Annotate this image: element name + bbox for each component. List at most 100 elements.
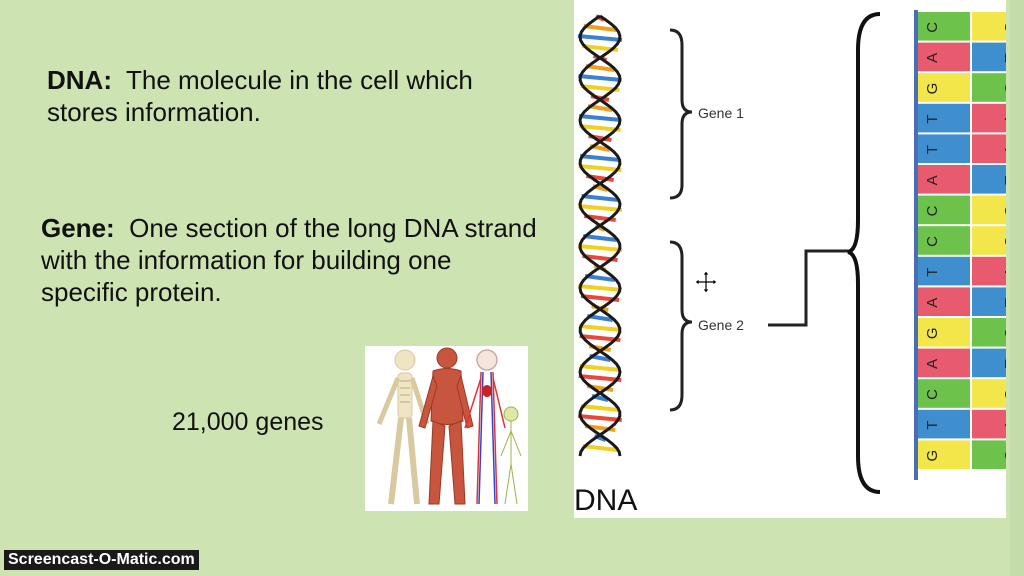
- left-base-block: [918, 195, 970, 225]
- helix-rung: [578, 74, 622, 82]
- helix-rung: [579, 364, 621, 372]
- right-base-block: [972, 134, 1024, 163]
- left-base-letter: G: [924, 83, 941, 95]
- right-base-block: [972, 379, 1024, 408]
- dna-label: DNA: [574, 484, 637, 517]
- right-base-letter: T: [1002, 359, 1006, 368]
- gene-definition: Gene: One section of the long DNA strand…: [41, 212, 541, 308]
- left-base-letter: T: [924, 115, 941, 124]
- left-base-block: [918, 165, 970, 194]
- helix-rung: [578, 284, 622, 292]
- right-base-letter: C: [1002, 83, 1006, 94]
- left-base-block: [918, 103, 970, 133]
- helix-rung: [577, 244, 623, 252]
- left-base-block: [918, 12, 970, 41]
- helix-rung: [584, 274, 616, 282]
- left-base-letter: A: [924, 53, 941, 63]
- gene-term: Gene:: [41, 213, 115, 243]
- move-cursor-icon: [694, 270, 718, 299]
- left-base-block: [918, 42, 970, 72]
- helix-rung: [580, 404, 620, 412]
- helix-rung: [578, 414, 622, 422]
- left-base-letter: G: [924, 327, 941, 339]
- right-base-letter: A: [1002, 267, 1006, 277]
- helix-rung: [577, 34, 623, 42]
- right-base-letter: C: [1002, 328, 1006, 339]
- left-base-letter: T: [924, 421, 941, 430]
- right-base-block: [972, 256, 1024, 286]
- dna-definition-text: The molecule in the cell which stores in…: [47, 65, 473, 127]
- base-pair-ladder: CGATGCTATAATCGCGTAATGCATCGTAGC: [914, 10, 1024, 480]
- left-strand-backbone: [914, 10, 918, 480]
- helix-backbone: [578, 14, 622, 457]
- right-base-block: [972, 42, 1024, 72]
- right-base-block: [972, 226, 1024, 255]
- right-base-block: [972, 287, 1024, 316]
- gene-count-text: 21,000 genes: [172, 408, 324, 436]
- left-base-letter: A: [924, 175, 941, 185]
- dna-term: DNA:: [47, 65, 112, 95]
- helix-rung: [577, 204, 623, 212]
- helix-rung: [579, 154, 621, 162]
- left-base-letter: A: [924, 298, 941, 308]
- left-base-block: [918, 348, 970, 378]
- right-base-block: [972, 348, 1024, 378]
- gene1-label: Gene 1: [698, 105, 744, 121]
- left-base-letter: G: [924, 450, 941, 462]
- left-base-letter: C: [924, 22, 941, 33]
- left-base-block: [918, 134, 970, 163]
- left-base-block: [918, 379, 970, 408]
- dna-definition: DNA: The molecule in the cell which stor…: [47, 64, 547, 128]
- helix-rung: [579, 124, 621, 132]
- left-base-letter: T: [924, 145, 941, 154]
- helix-rung: [578, 324, 622, 332]
- gene-definition-text: One section of the long DNA strand with …: [41, 213, 537, 307]
- helix-rung: [583, 24, 617, 32]
- right-base-letter: A: [1002, 114, 1006, 124]
- right-edge-strip: [1010, 0, 1024, 576]
- right-base-letter: G: [1002, 21, 1006, 33]
- right-base-block: [972, 440, 1024, 469]
- left-base-letter: T: [924, 268, 941, 277]
- gene2-connector: [768, 249, 848, 327]
- circulatory-figure: [464, 349, 506, 505]
- left-base-block: [918, 256, 970, 286]
- nervous-figure: [500, 406, 522, 505]
- right-base-letter: G: [1002, 389, 1006, 401]
- left-base-block: [918, 73, 970, 102]
- helix-rung: [585, 64, 615, 72]
- left-base-block: [918, 409, 970, 439]
- left-base-block: [918, 226, 970, 255]
- right-base-letter: C: [1002, 450, 1006, 461]
- right-base-letter: T: [1002, 53, 1006, 62]
- double-helix: [577, 14, 623, 457]
- left-base-letter: C: [924, 205, 941, 216]
- gene2-label: Gene 2: [698, 317, 744, 333]
- helix-backbone: [578, 14, 622, 457]
- right-base-block: [972, 318, 1024, 347]
- right-base-letter: G: [1002, 236, 1006, 248]
- right-base-block: [972, 195, 1024, 225]
- left-base-letter: A: [924, 359, 941, 369]
- helix-rung: [578, 114, 622, 122]
- left-base-letter: C: [924, 236, 941, 247]
- dna-diagram: Gene 1 Gene 2 C G A T G C T A T A A T C G C G T A A T G C A T C G…: [574, 0, 1024, 518]
- helix-rung: [581, 194, 619, 202]
- watermark: Screencast-O-Matic.com: [4, 550, 199, 570]
- human-body-illustration: [365, 346, 528, 511]
- right-base-letter: G: [1002, 205, 1006, 217]
- gene1-brace: [669, 28, 693, 200]
- right-base-letter: A: [1002, 145, 1006, 155]
- skeleton-figure: [376, 349, 430, 505]
- gene2-brace: [669, 240, 693, 412]
- left-base-block: [918, 440, 970, 469]
- helix-rung: [582, 444, 618, 452]
- helix-rung: [578, 374, 622, 382]
- right-base-letter: A: [1002, 420, 1006, 430]
- right-base-letter: T: [1002, 298, 1006, 307]
- right-base-block: [972, 103, 1024, 133]
- right-base-block: [972, 165, 1024, 194]
- left-base-letter: C: [924, 389, 941, 400]
- left-base-block: [918, 318, 970, 347]
- sequence-brace: [847, 12, 881, 494]
